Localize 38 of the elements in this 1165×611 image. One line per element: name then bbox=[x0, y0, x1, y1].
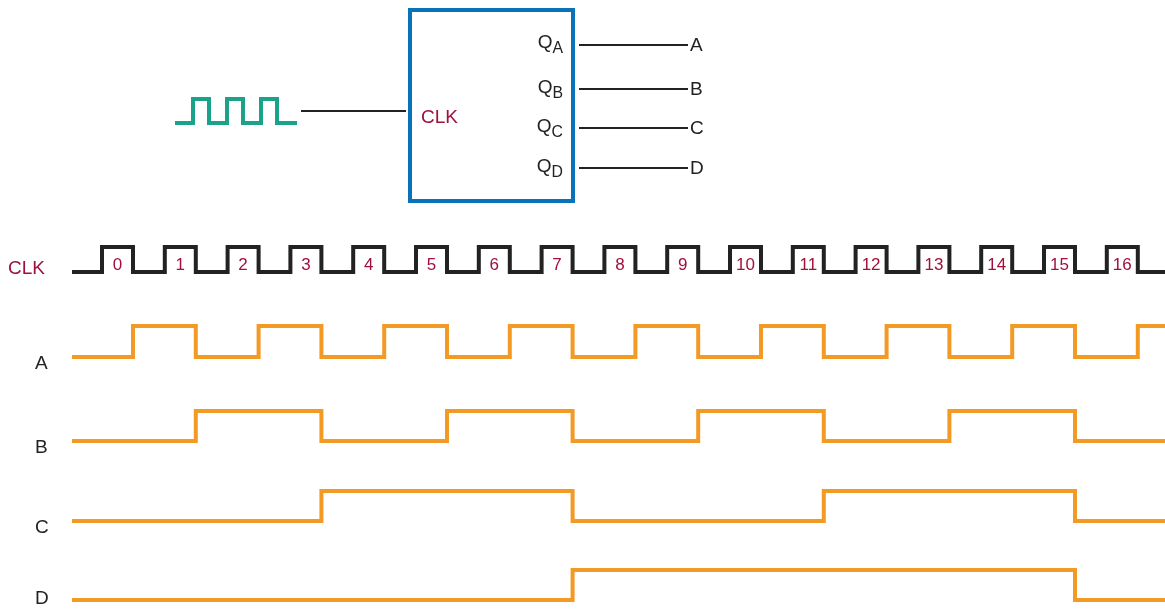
output-pin-label: Q$_{B}$ bbox=[537, 77, 563, 101]
output-label: C bbox=[690, 118, 704, 137]
signal-name: B bbox=[35, 437, 48, 456]
connector-line bbox=[578, 127, 689, 129]
cycle-number: 6 bbox=[489, 256, 500, 273]
output-pin-label: Q$_{D}$ bbox=[536, 156, 563, 180]
cycle-number: 3 bbox=[301, 256, 311, 273]
signal-name: A bbox=[35, 353, 48, 372]
connector-line bbox=[578, 44, 689, 46]
counter-box bbox=[408, 8, 575, 203]
cycle-number: 13 bbox=[924, 256, 944, 273]
clock-pulse-icon bbox=[175, 95, 297, 127]
connector-line bbox=[578, 88, 689, 90]
cycle-number: 14 bbox=[987, 256, 1007, 273]
signal-name: C bbox=[35, 517, 49, 536]
clock-input-label: CLK bbox=[421, 107, 458, 126]
connector-line bbox=[300, 110, 407, 112]
cycle-number: 7 bbox=[552, 256, 562, 273]
signal-name: D bbox=[35, 588, 49, 607]
output-label: B bbox=[690, 79, 703, 98]
cycle-number: 10 bbox=[736, 256, 755, 273]
cycle-number: 12 bbox=[861, 256, 881, 273]
signal-name: CLK bbox=[8, 258, 45, 277]
cycle-number: 0 bbox=[112, 256, 123, 273]
output-pin-label: Q$_{C}$ bbox=[536, 116, 563, 140]
cycle-number: 1 bbox=[175, 256, 186, 273]
cycle-number: 4 bbox=[363, 256, 374, 273]
output-label: A bbox=[690, 35, 703, 54]
cycle-number: 16 bbox=[1112, 256, 1132, 273]
cycle-number: 9 bbox=[677, 256, 688, 273]
cycle-number: 5 bbox=[426, 256, 437, 273]
cycle-number: 8 bbox=[615, 256, 625, 273]
output-pin-label: Q$_{A}$ bbox=[537, 32, 563, 56]
cycle-number: 11 bbox=[799, 256, 818, 273]
cycle-number: 15 bbox=[1050, 256, 1069, 273]
output-label: D bbox=[690, 158, 704, 177]
connector-line bbox=[578, 167, 689, 169]
cycle-number: 2 bbox=[238, 256, 248, 273]
